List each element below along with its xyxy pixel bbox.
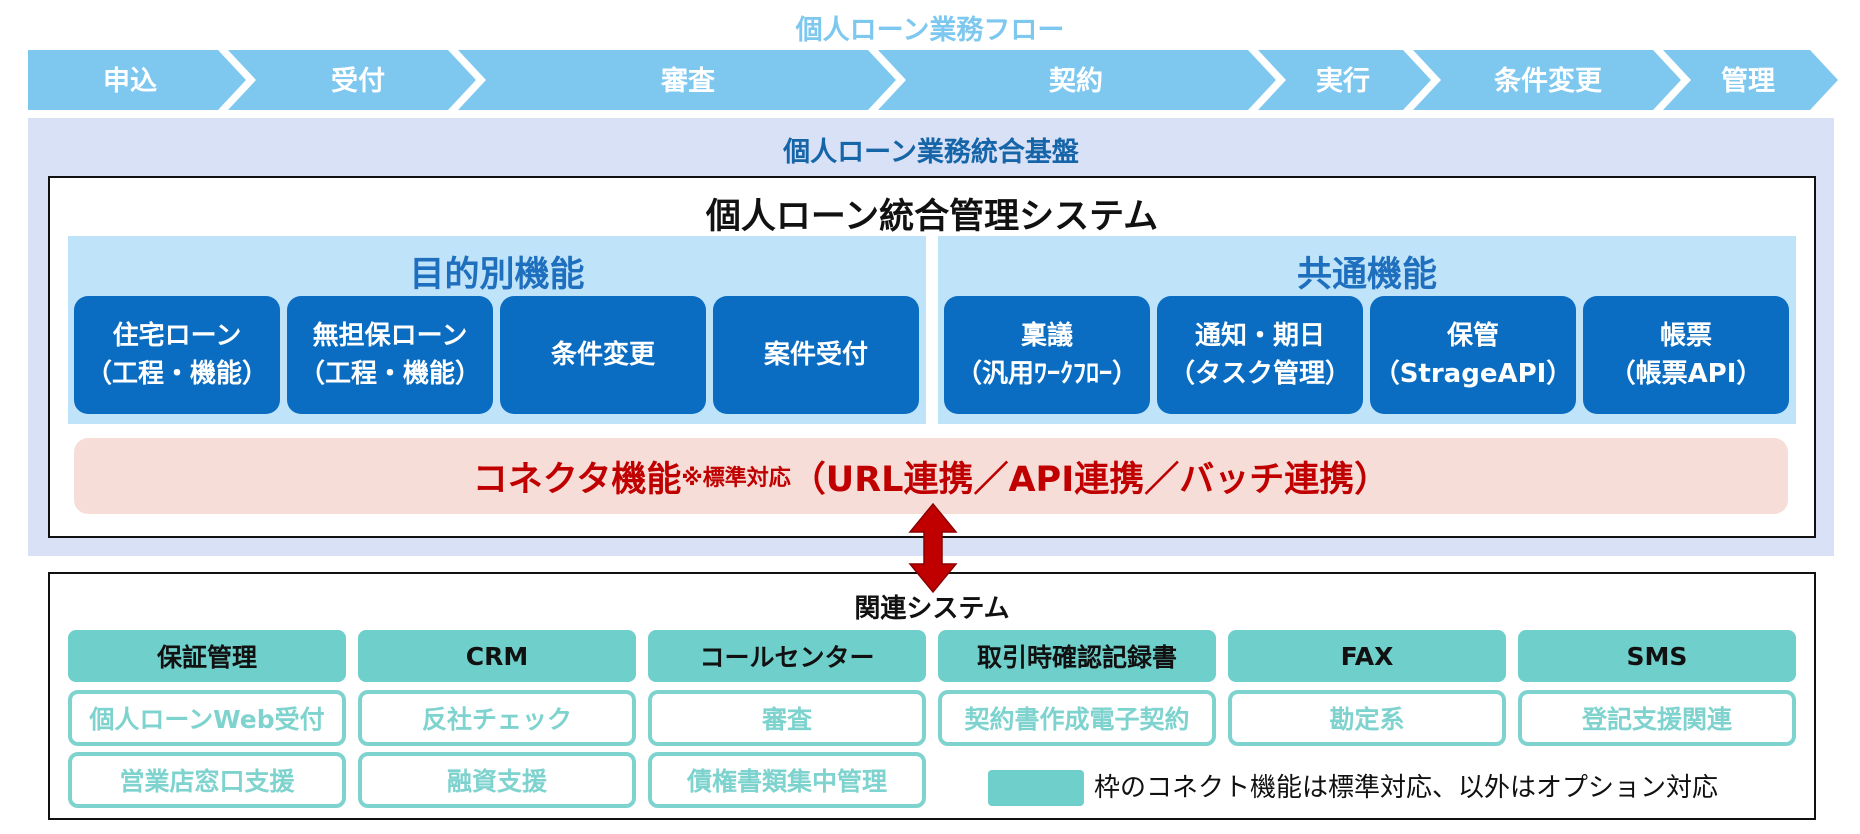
flow-stage-6 [1413, 50, 1681, 110]
standard-system-fax: FAX [1228, 630, 1506, 682]
optional-system-registration-support: 登記支援関連 [1518, 690, 1796, 746]
flow-stage-2 [228, 50, 476, 110]
function-box-line2: （工程・機能） [85, 359, 268, 389]
standard-system-transaction-record: 取引時確認記録書 [938, 630, 1216, 682]
standard-system-call-center: コールセンター [648, 630, 926, 682]
flow-stage-5 [1258, 50, 1431, 110]
connector-note: ※標準対応 [681, 466, 791, 491]
function-box-line1: 通知・期日 [1194, 321, 1325, 351]
related-title: 関連システム [854, 594, 1010, 624]
flow-stage-label: 条件変更 [1494, 65, 1603, 97]
flow-stage-4 [878, 50, 1276, 110]
flow-chevrons: 申込 受付 審査 契約 実行 条件変更 管理 [28, 50, 1838, 110]
legend-text: 枠のコネクト機能は標準対応、以外はオプション対応 [1094, 773, 1719, 803]
function-box-line1: 無担保ローン [312, 321, 468, 351]
flow-stage-1 [28, 50, 246, 110]
function-box-storage: 保管 （StrageAPI） [1370, 296, 1576, 414]
optional-system-branch-counter: 営業店窓口支援 [68, 752, 346, 808]
function-box-line1: 保管 [1446, 321, 1499, 351]
optional-system-antisocial-check: 反社チェック [358, 690, 636, 746]
function-box-condition-change: 条件変更 [500, 296, 706, 414]
system-title: 個人ローン統合管理システム [705, 197, 1159, 237]
function-box-line2: （StrageAPI） [1373, 359, 1573, 389]
function-box-unsecured-loan: 無担保ローン （工程・機能） [287, 296, 493, 414]
standard-system-sms: SMS [1518, 630, 1796, 682]
function-box-line2: （工程・機能） [298, 359, 481, 389]
function-box-line1: 案件受付 [763, 340, 868, 370]
function-box-line2: （タスク管理） [1168, 359, 1351, 389]
flow-stage-label: 審査 [660, 66, 715, 97]
function-box-approval: 稟議 （汎用ﾜｰｸﾌﾛｰ） [944, 296, 1150, 414]
function-box-case-intake: 案件受付 [713, 296, 919, 414]
function-box-notification: 通知・期日 （タスク管理） [1157, 296, 1363, 414]
bidirectional-arrow-icon [908, 502, 958, 594]
optional-system-document-management: 債権書類集中管理 [648, 752, 926, 808]
standard-system-guarantee: 保証管理 [68, 630, 346, 682]
legend-swatch [988, 770, 1084, 806]
flow-stage-label: 申込 [103, 66, 157, 97]
connector-bar: コネクタ機能 ※標準対応 （URL連携／API連携／バッチ連携） [74, 438, 1788, 514]
optional-system-screening: 審査 [648, 690, 926, 746]
optional-system-web-intake: 個人ローンWeb受付 [68, 690, 346, 746]
function-box-line1: 帳票 [1659, 321, 1712, 351]
connector-main: コネクタ機能 [472, 459, 682, 500]
flow-stage-label: 受付 [331, 65, 385, 97]
connector-tail: （URL連携／API連携／バッチ連携） [790, 459, 1390, 500]
flow-stage-3 [458, 50, 896, 110]
flow-stage-label: 管理 [1721, 66, 1775, 97]
flow-stage-label: 実行 [1316, 65, 1370, 97]
function-box-line2: （帳票API） [1609, 359, 1763, 389]
function-box-line1: 条件変更 [550, 340, 655, 370]
function-box-forms: 帳票 （帳票API） [1583, 296, 1789, 414]
purpose-group-title: 目的別機能 [409, 255, 585, 295]
function-box-housing-loan: 住宅ローン （工程・機能） [74, 296, 280, 414]
optional-system-core-banking: 勘定系 [1228, 690, 1506, 746]
flow-title: 個人ローン業務フロー [795, 15, 1065, 46]
function-box-line1: 住宅ローン [112, 321, 242, 351]
flow-stage-7 [1663, 50, 1838, 110]
standard-system-crm: CRM [358, 630, 636, 682]
function-box-line2: （汎用ﾜｰｸﾌﾛｰ） [955, 359, 1138, 389]
optional-system-loan-support: 融資支援 [358, 752, 636, 808]
platform-title: 個人ローン業務統合基盤 [783, 137, 1079, 168]
flow-stage-label: 契約 [1049, 65, 1103, 97]
function-box-line1: 稟議 [1020, 321, 1073, 351]
optional-system-e-contract: 契約書作成電子契約 [938, 690, 1216, 746]
common-group-title: 共通機能 [1296, 255, 1437, 295]
